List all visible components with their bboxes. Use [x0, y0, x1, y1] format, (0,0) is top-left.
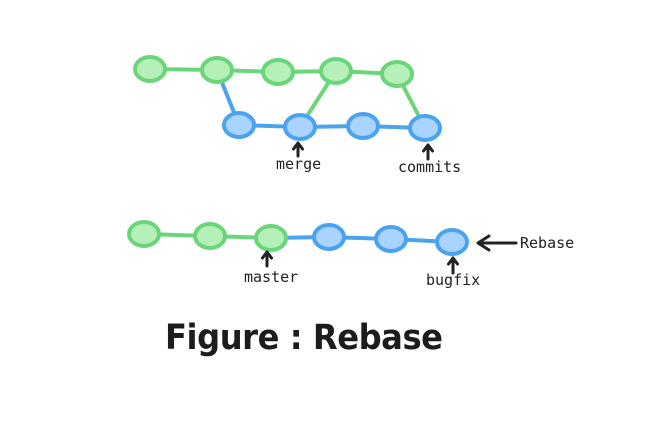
master-arrow — [261, 250, 273, 268]
commit-node-branch — [222, 111, 256, 139]
commit-node-branch — [408, 114, 442, 142]
commit-node-main — [254, 224, 288, 252]
commits-label: commits — [398, 158, 461, 176]
commit-node-main — [133, 55, 167, 83]
commit-node-main — [127, 220, 161, 248]
commit-node-main — [261, 58, 295, 86]
figure-caption: Figure : Rebase — [165, 318, 443, 358]
commit-node-branch — [312, 223, 346, 251]
commit-node-branch — [374, 225, 408, 253]
commit-node-main — [193, 222, 227, 250]
commit-node-main — [380, 60, 414, 88]
top-diagram: merge commits — [133, 55, 461, 176]
commits-arrow — [422, 143, 434, 161]
bugfix-arrow — [447, 256, 459, 275]
master-label: master — [244, 268, 298, 286]
commit-node-branch — [283, 113, 317, 141]
rebase-label: Rebase — [520, 234, 574, 252]
commit-node-main — [319, 57, 353, 85]
commit-node-branch — [346, 112, 380, 140]
bugfix-label: bugfix — [426, 271, 480, 289]
bottom-diagram: master bugfix Rebase — [127, 220, 574, 289]
commit-node-main — [200, 56, 234, 84]
rebase-arrow — [476, 234, 518, 252]
commit-node-branch — [435, 228, 469, 256]
merge-label: merge — [276, 155, 321, 173]
merge-arrow — [292, 141, 304, 158]
